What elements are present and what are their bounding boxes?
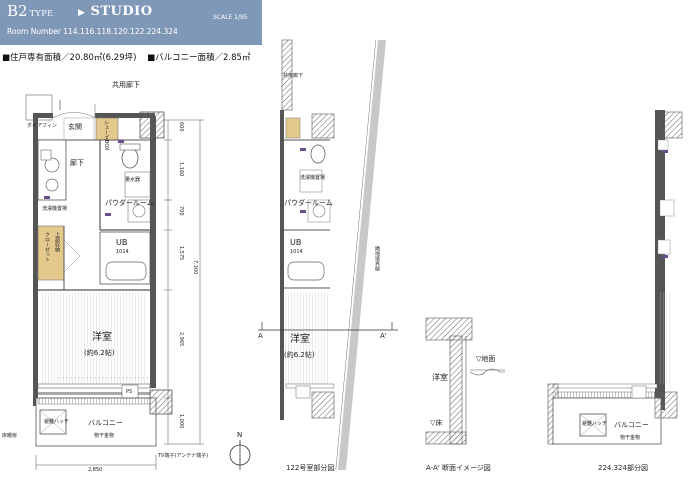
hatch-label: 避難ハッチ (44, 419, 70, 425)
wash-machine-label: 洗濯機置場 (42, 206, 68, 212)
plan-name: ▶ STUDIO (78, 4, 153, 19)
right-note-label: TV端子(アンテナ端子) (158, 453, 209, 459)
powder-room-label: パウダールーム (105, 199, 154, 207)
meter-label: 量水器 (125, 177, 141, 183)
plan-224-caption: 224.324部分図 (598, 464, 648, 472)
floor-label: ▽床 (430, 419, 443, 427)
dim-5: 2,965 (178, 332, 184, 347)
main-plan (25, 94, 251, 470)
scale-label: SCALE 1/95 (213, 14, 248, 21)
triangle-icon: ▶ (78, 8, 86, 18)
balcony-note-label: 物干金物 (94, 433, 115, 439)
balcony-area: ■バルコニー面積／2.85㎡ (147, 53, 251, 63)
vent-label: ダイアフィン (27, 123, 57, 129)
western-room-label: 洋室 (92, 332, 112, 343)
hatch-224-label: 避難ハッチ (582, 421, 608, 427)
powder-room-122-label: パウダールーム (284, 199, 333, 207)
ub-122-label: UB (290, 238, 302, 247)
shoe-box-label: シューズBOX (103, 120, 109, 151)
dim-total: 7,300 (192, 260, 198, 275)
dim-4: 1,575 (178, 246, 184, 261)
corridor-label: 共用廊下 (112, 81, 140, 89)
section-view (425, 317, 505, 445)
dim-3: 700 (178, 206, 184, 216)
left-note-label: 床暖房 (2, 433, 18, 439)
plan-122 (258, 39, 693, 471)
boundary-label: 隣地境界線 (374, 246, 380, 271)
balcony-note-224-label: 物干金物 (620, 435, 641, 441)
ground-label: ▽地面 (476, 355, 496, 363)
section-room-label: 洋室 (432, 373, 448, 382)
section-a2-label: A' (380, 332, 387, 340)
room-size-122-label: (約6.2帖) (284, 351, 315, 359)
room-size-label: (約6.2帖) (84, 349, 115, 357)
western-room-122-label: 洋室 (290, 334, 310, 345)
north-label: N (237, 431, 243, 439)
ub-size-label: 1014 (116, 249, 129, 255)
exclusive-area: ■住戸専有面積／20.80㎡(6.29坪) (2, 53, 137, 63)
type-header-bar (0, 0, 262, 45)
ps-label: PS (126, 389, 133, 395)
balcony-label: バルコニー (88, 419, 123, 427)
section-caption: A-A' 断面イメージ図 (426, 464, 491, 472)
dim-width: 2,850 (88, 467, 103, 473)
ub-label: UB (116, 238, 128, 247)
area-info: ■住戸専有面積／20.80㎡(6.29坪) ■バルコニー面積／2.85㎡ (2, 51, 250, 63)
entrance-label: 玄関 (68, 123, 82, 131)
hallway-label: 廊下 (70, 159, 84, 167)
wash-machine-122-label: 洗濯機置場 (300, 175, 326, 181)
ub-size-122-label: 1014 (290, 249, 303, 255)
section-a-label: A (258, 332, 263, 340)
closet-label: クローゼット (44, 232, 50, 262)
dim-1: 600 (178, 122, 184, 132)
dim-2: 1,160 (178, 162, 184, 177)
storage-label: 上部収納 (54, 232, 60, 252)
balcony-224-label: バルコニー (614, 421, 649, 429)
corridor-122-label: 共用廊下 (283, 73, 304, 79)
plan-224 (547, 110, 683, 445)
dim-6: 1,000 (178, 414, 184, 429)
plan-122-caption: 122号室部分図 (286, 464, 335, 472)
room-numbers: Room Number 114.116.118.120.122.224.324 (7, 27, 178, 36)
